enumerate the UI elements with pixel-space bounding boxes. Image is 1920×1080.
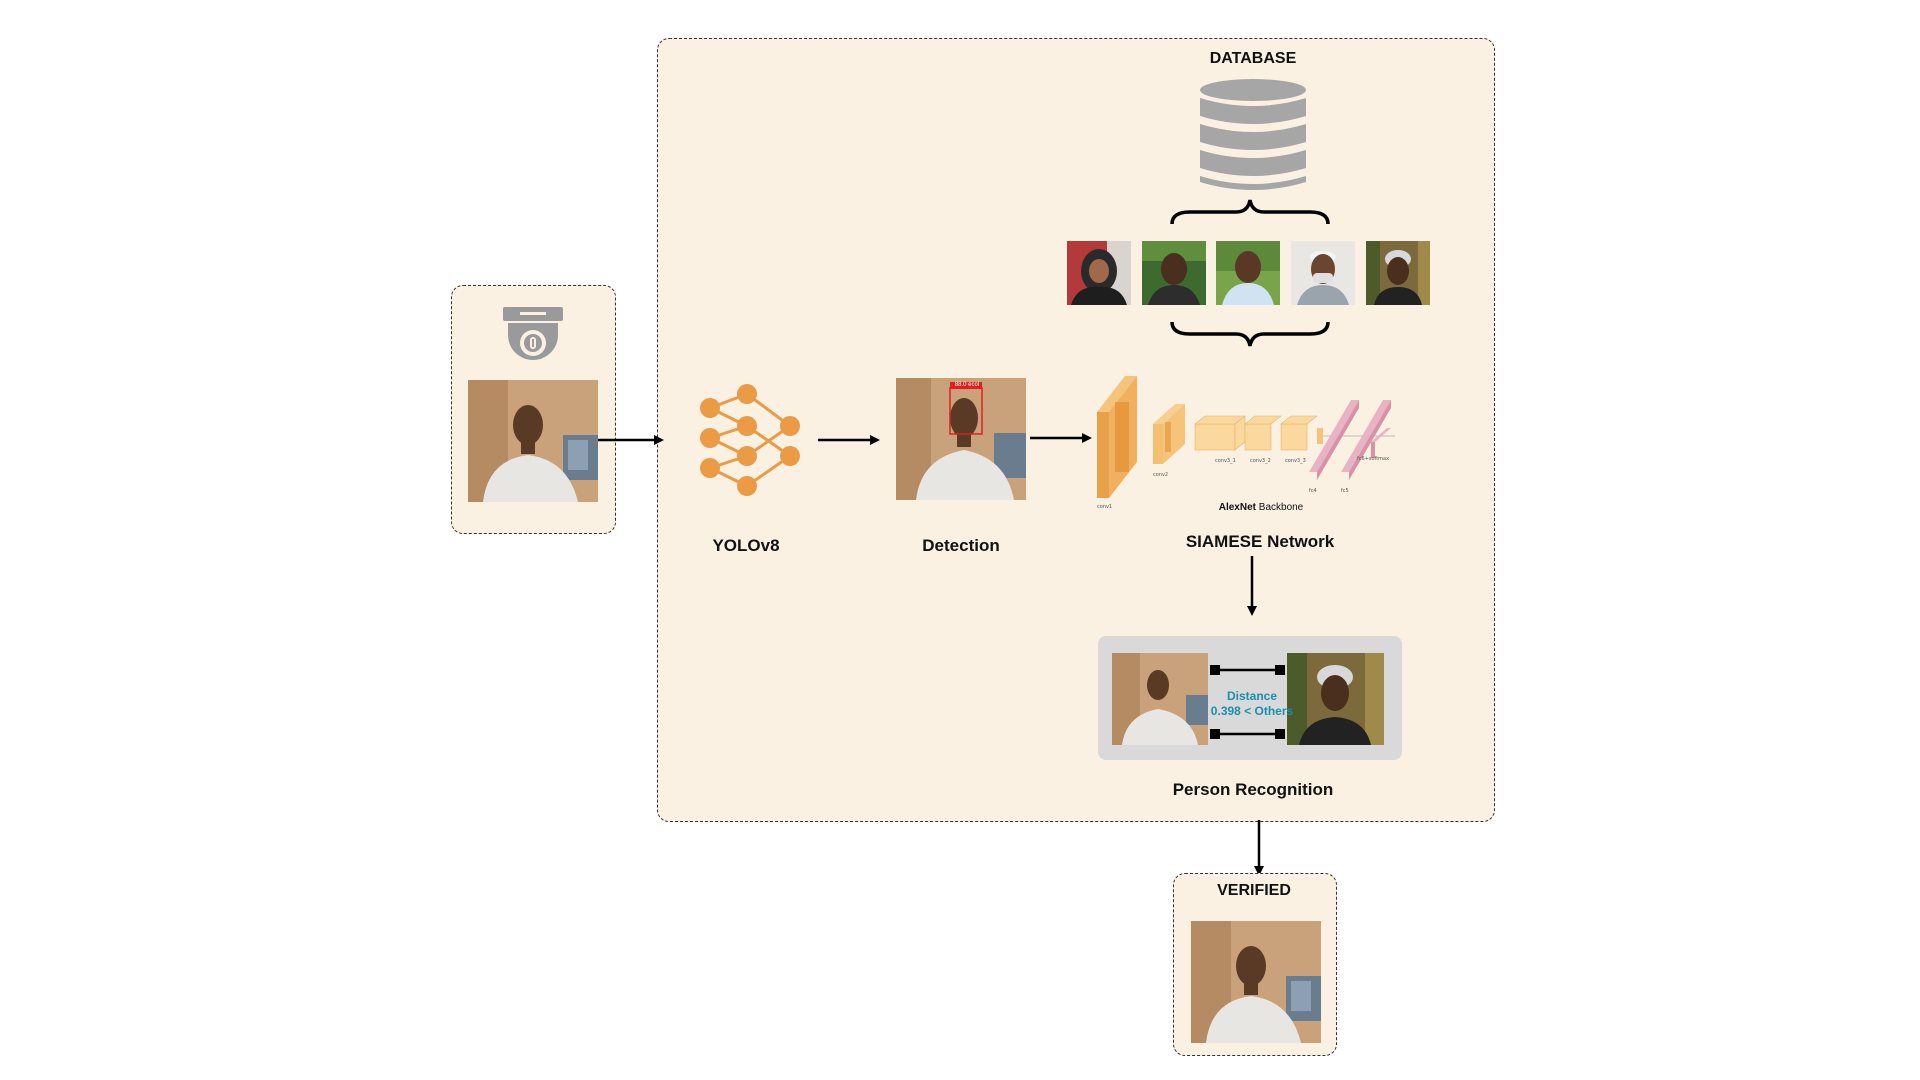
arrow-yolo-to-detection (818, 432, 882, 448)
backbone-caption-rest: Backbone (1255, 502, 1304, 513)
verified-title: VERIFIED (1217, 882, 1291, 899)
database-title: DATABASE (1209, 50, 1297, 67)
distance-title: Distance (1226, 689, 1278, 703)
verified-photo (1191, 921, 1321, 1043)
database-icon (1198, 78, 1308, 196)
siamese-architecture-diagram: conv1 conv2 conv3_1 conv3_2 conv3_3 fc4 fc5 f… (1095, 372, 1415, 512)
distance-connectors (1208, 660, 1287, 740)
cctv-camera-icon (500, 305, 566, 369)
database-face-3 (1216, 241, 1280, 305)
svg-text:fc4: fc4 (1309, 488, 1317, 494)
detection-label: Detection (922, 536, 1000, 555)
database-face-4 (1291, 241, 1355, 305)
recognition-query-photo (1112, 653, 1208, 745)
curly-brace-bottom (1170, 318, 1330, 353)
siamese-label: SIAMESE Network (1185, 532, 1335, 551)
recognition-label: Person Recognition (1172, 780, 1334, 799)
svg-text:fc5: fc5 (1341, 488, 1349, 494)
backbone-caption: AlexNet Backbone (1219, 502, 1304, 513)
detection-photo: 88.0 ecol (896, 378, 1026, 500)
detection-box-label: 88.0 ecol (954, 382, 980, 388)
svg-text:conv3_2: conv3_2 (1250, 458, 1271, 464)
database-face-2 (1142, 241, 1206, 305)
backbone-caption-bold: AlexNet (1218, 502, 1256, 513)
curly-brace-top (1170, 198, 1330, 233)
recognition-match-photo (1287, 653, 1384, 745)
arrow-siamese-to-recognition (1244, 556, 1260, 618)
neural-network-icon (695, 382, 805, 498)
input-camera-photo (468, 380, 598, 502)
svg-text:fc6+softmax: fc6+softmax (1357, 456, 1389, 462)
distance-value: 0.398 < Others (1210, 704, 1294, 718)
distance-readout: Distance 0.398 < Others (1211, 689, 1293, 719)
yolo-label: YOLOv8 (712, 536, 780, 555)
database-face-1 (1067, 241, 1131, 305)
arrow-camera-to-yolo (598, 432, 666, 448)
arrow-to-verified (1251, 820, 1267, 878)
svg-text:conv1: conv1 (1097, 504, 1112, 510)
svg-text:conv2: conv2 (1153, 472, 1168, 478)
svg-text:conv3_3: conv3_3 (1285, 458, 1306, 464)
svg-text:conv3_1: conv3_1 (1215, 458, 1236, 464)
database-face-5 (1366, 241, 1430, 305)
arrow-detection-to-siamese (1030, 430, 1094, 446)
